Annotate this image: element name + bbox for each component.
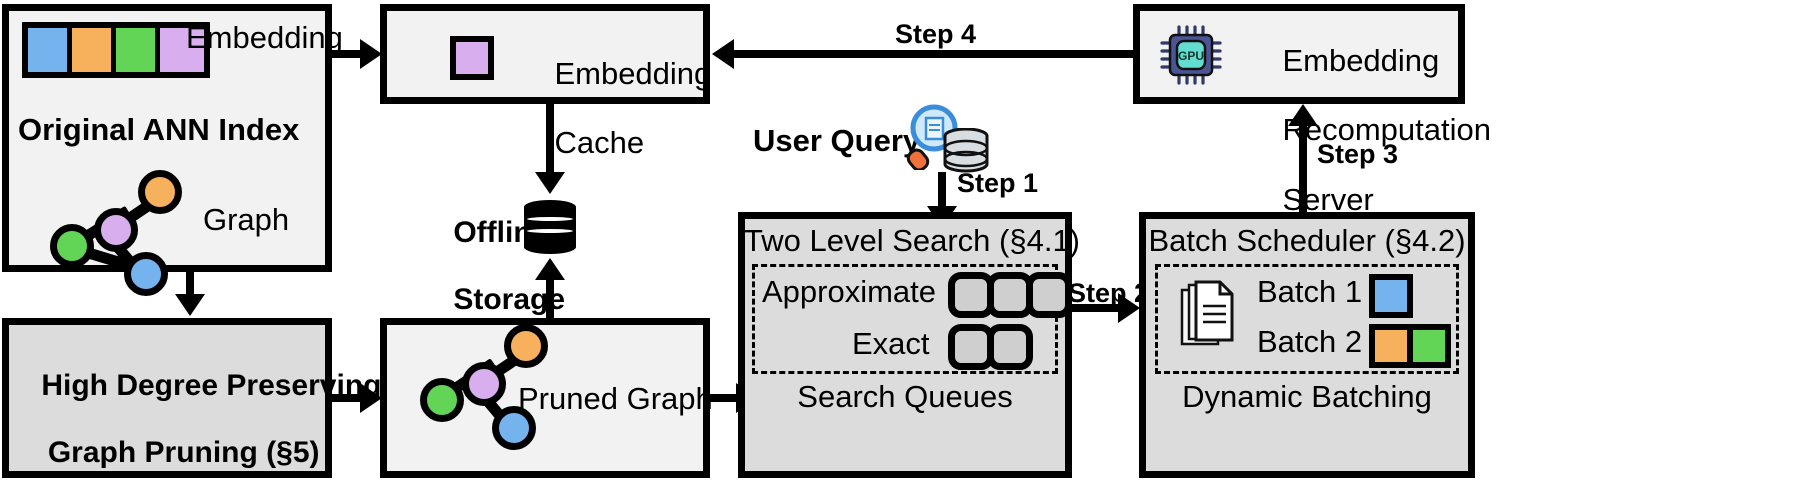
graph-node-green — [50, 224, 94, 268]
pruned-node-purple — [462, 362, 506, 406]
arrow-pruned-to-storage — [546, 278, 554, 340]
queue-slot[interactable] — [1026, 272, 1072, 318]
pruned-graph-glyph — [412, 324, 562, 450]
step1-label: Step 1 — [957, 168, 1039, 198]
graph-node-purple — [94, 208, 138, 252]
query-database-icon — [943, 128, 989, 173]
embedding-cell-orange — [72, 28, 116, 72]
arrowhead-pruning-to-pruned — [360, 383, 382, 413]
arrow-step4 — [726, 50, 1133, 58]
arrow-step2 — [1072, 304, 1120, 312]
approximate-row-label: Approximate — [762, 274, 937, 309]
pruned-node-orange — [504, 324, 548, 368]
arrowhead-step3 — [1288, 104, 1318, 126]
embedding-cell-purple — [160, 28, 204, 72]
batch-item-blue — [1369, 274, 1413, 318]
graph-pruning-title: High Degree Preserving Graph Pruning (§5… — [41, 368, 382, 469]
step2-label: Step 2 — [1068, 278, 1150, 308]
pruned-node-green — [420, 378, 464, 422]
exact-queue-slots — [948, 324, 1033, 370]
batch-2-label: Batch 2 — [1257, 324, 1363, 359]
arrow-index-to-pruning — [186, 272, 194, 298]
arrow-cache-to-storage — [546, 104, 554, 176]
queue-slot[interactable] — [987, 324, 1033, 370]
batch-1-items — [1369, 274, 1413, 318]
pruned-graph-label: Pruned Graph — [518, 381, 713, 416]
embedding-cache-title: Embedding Cache — [554, 55, 712, 161]
arrow-pruning-to-pruned — [332, 394, 362, 402]
original-graph-glyph — [42, 168, 202, 296]
two-level-search-title: Two Level Search (§4.1) — [744, 223, 1081, 258]
embedding-cell-blue — [28, 28, 72, 72]
documents-stack-icon — [1180, 280, 1234, 346]
graph-label: Graph — [203, 202, 290, 237]
user-query-label: User Query — [753, 123, 921, 158]
step3-label: Step 3 — [1317, 139, 1399, 169]
embedding-label: Embedding — [186, 20, 343, 55]
arrowhead-pruned-to-storage — [535, 258, 565, 280]
batch-item-green — [1407, 324, 1451, 368]
recomputation-server-title: Embedding Recomputation Server — [1282, 42, 1491, 217]
gpu-icon-text: GPU — [1178, 49, 1204, 63]
batch-2-items — [1369, 324, 1451, 368]
arrow-pruned-to-search — [710, 394, 738, 402]
dynamic-batching-footer: Dynamic Batching — [1182, 379, 1432, 414]
arrow-index-to-cache — [332, 50, 362, 58]
search-queues-panel — [752, 264, 1058, 374]
graph-node-orange — [138, 170, 182, 214]
gpu-chip-icon: GPU — [1160, 25, 1222, 85]
database-cylinder-icon — [524, 200, 576, 254]
arrow-step1 — [938, 172, 946, 210]
embedding-cache-box — [380, 4, 710, 104]
queue-slot[interactable] — [987, 272, 1033, 318]
step4-label: Step 4 — [895, 19, 977, 49]
embedding-cache-swatch — [450, 36, 494, 80]
pruned-node-blue — [492, 406, 536, 450]
arrowhead-cache-to-storage — [535, 172, 565, 194]
dynamic-batching-panel — [1155, 264, 1459, 374]
arrowhead-step2 — [1118, 293, 1140, 323]
batch-scheduler-title: Batch Scheduler (§4.2) — [1148, 223, 1466, 258]
exact-row-label: Exact — [852, 326, 930, 361]
arrow-step3 — [1299, 124, 1307, 212]
arrowhead-step4 — [712, 39, 734, 69]
graph-pruning-box — [2, 318, 332, 478]
original-ann-index-title: Original ANN Index — [18, 112, 300, 147]
arrowhead-index-to-cache — [360, 39, 382, 69]
arrowhead-index-to-pruning — [175, 294, 205, 316]
approximate-queue-slots — [948, 272, 1072, 318]
embedding-strip — [22, 22, 210, 78]
graph-node-blue — [124, 252, 168, 296]
batch-1-label: Batch 1 — [1257, 274, 1363, 309]
search-queues-footer: Search Queues — [797, 379, 1013, 414]
embedding-cell-green — [116, 28, 160, 72]
